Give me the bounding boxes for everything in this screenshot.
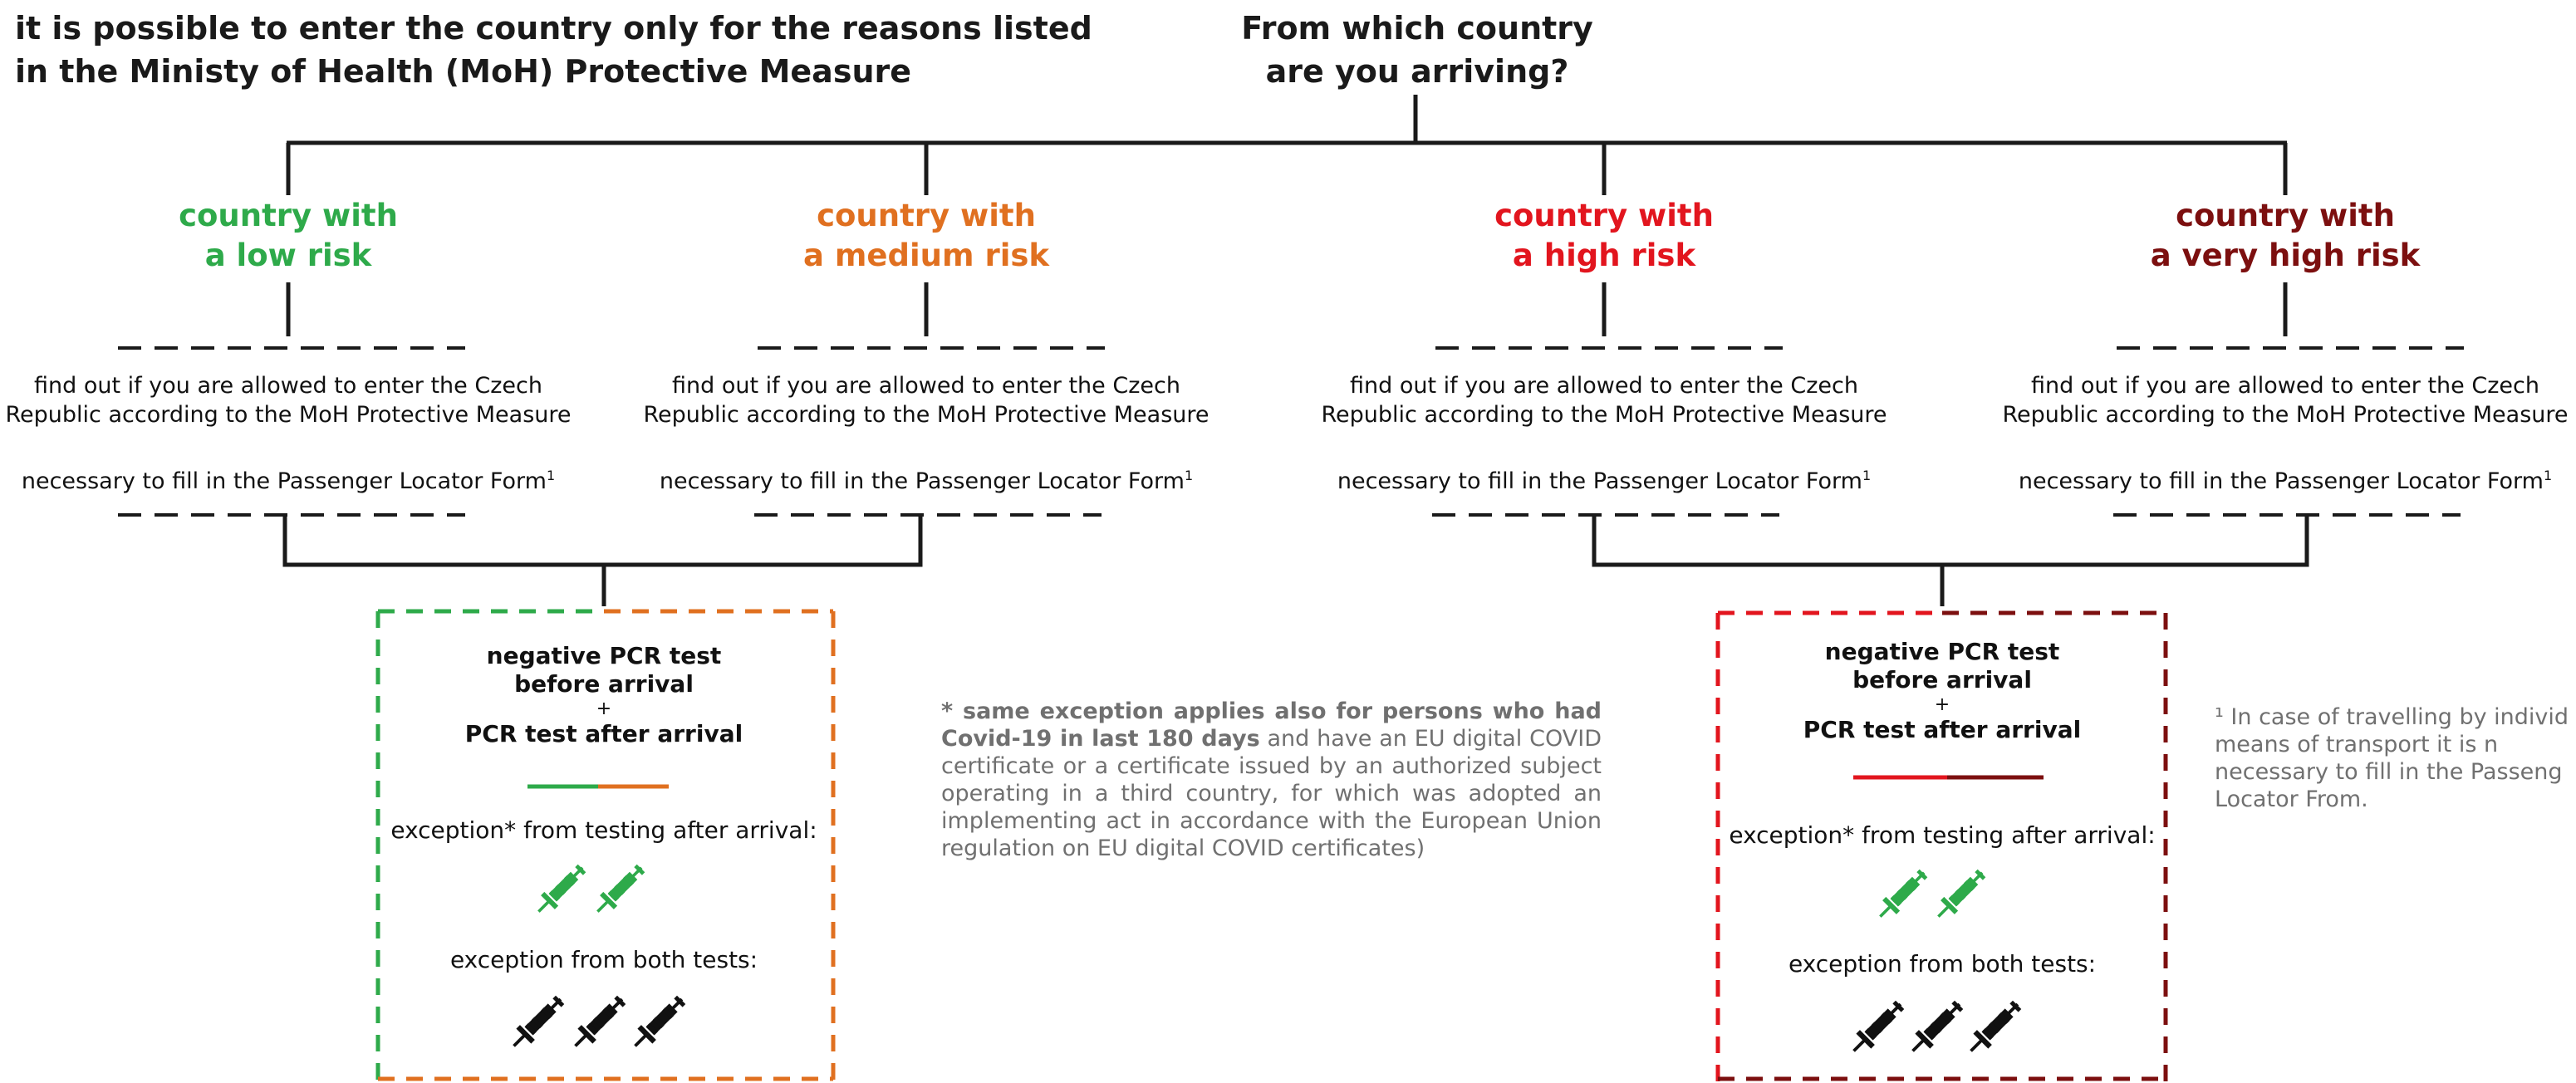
category-low-risk: country with a low risk: [89, 196, 488, 276]
syringe-icon: [633, 995, 686, 1048]
info-line1: find out if you are allowed to enter the…: [34, 373, 542, 399]
syringe-icon: [596, 864, 645, 914]
page-title: From which country are you arriving?: [1238, 7, 1597, 93]
syringe-icon: [1911, 1000, 1964, 1053]
exception-after-label: exception* from testing after arrival:: [1729, 821, 2156, 849]
plf-text: necessary to fill in the Passenger Locat…: [659, 468, 1185, 494]
category-medium-line2: a medium risk: [803, 238, 1049, 273]
plf-text: necessary to fill in the Passenger Locat…: [2018, 468, 2544, 494]
syringe-icon: [573, 995, 626, 1048]
syringe-icon: [537, 864, 586, 914]
footnote-line3: necessary to fill in the Passeng: [2215, 759, 2563, 785]
info-line2: Republic according to the MoH Protective…: [643, 402, 1209, 428]
info-block-medium: find out if you are allowed to enter the…: [635, 371, 1217, 496]
plf-requirement: necessary to fill in the Passenger Locat…: [1313, 461, 1895, 496]
plf-footnote-mark: 1: [546, 468, 556, 483]
note-rest: and have an EU digital COVID certificate…: [941, 726, 1602, 861]
pcr-before-line1: negative PCR test: [1824, 638, 2060, 665]
pcr-after: PCR test after arrival: [1803, 716, 2082, 743]
title-line1: From which country: [1241, 10, 1593, 47]
entry-restriction-note: it is possible to enter the country only…: [15, 7, 1092, 93]
info-block-high: find out if you are allowed to enter the…: [1313, 371, 1895, 496]
entry-note-line1: it is possible to enter the country only…: [15, 10, 1092, 47]
plf-text: necessary to fill in the Passenger Locat…: [21, 468, 547, 494]
info-line2: Republic according to the MoH Protective…: [1321, 402, 1887, 428]
exception-both-label: exception from both tests:: [1788, 950, 2097, 978]
footnote-line4: Locator From.: [2215, 787, 2368, 812]
note-bold: * same exception applies also for person…: [941, 698, 1602, 752]
info-line1: find out if you are allowed to enter the…: [1350, 373, 1858, 399]
plus-sign: +: [596, 698, 612, 719]
plf-footnote-mark: 1: [2543, 468, 2553, 483]
pcr-after: PCR test after arrival: [464, 720, 743, 747]
category-very-high-line1: country with: [2176, 198, 2395, 233]
syringe-icon: [1852, 1000, 1905, 1053]
footnote-line1: ¹ In case of travelling by individ: [2215, 704, 2569, 730]
category-very-high-risk: country with a very high risk: [2086, 196, 2485, 276]
info-line2: Republic according to the MoH Protective…: [2002, 402, 2569, 428]
plf-footnote-mark: 1: [1184, 468, 1194, 483]
info-line1: find out if you are allowed to enter the…: [2031, 373, 2539, 399]
category-very-high-line2: a very high risk: [2150, 238, 2421, 273]
pcr-before-line1: negative PCR test: [486, 642, 722, 669]
category-high-line2: a high risk: [1512, 238, 1696, 273]
info-line1: find out if you are allowed to enter the…: [672, 373, 1180, 399]
category-high-risk: country with a high risk: [1405, 196, 1803, 276]
category-low-line1: country with: [179, 198, 398, 233]
requirements-box-high-very-high: negative PCR test before arrival + PCR t…: [1710, 638, 2175, 744]
category-low-line2: a low risk: [204, 238, 372, 273]
requirements-box-low-medium: negative PCR test before arrival + PCR t…: [371, 642, 837, 748]
title-line2: are you arriving?: [1265, 53, 1569, 90]
info-block-low: find out if you are allowed to enter the…: [0, 371, 579, 496]
plf-requirement: necessary to fill in the Passenger Locat…: [0, 461, 579, 496]
category-medium-line1: country with: [817, 198, 1036, 233]
plus-sign: +: [1934, 694, 1950, 715]
entry-note-line2: in the Ministy of Health (MoH) Protectiv…: [15, 53, 912, 90]
pcr-before-line2: before arrival: [1852, 666, 2032, 693]
info-block-very-high: find out if you are allowed to enter the…: [1995, 371, 2576, 496]
category-medium-risk: country with a medium risk: [727, 196, 1126, 276]
pcr-before-line2: before arrival: [514, 670, 694, 698]
exception-both-label: exception from both tests:: [449, 946, 758, 973]
plf-footnote: ¹ In case of travelling by individ means…: [2215, 703, 2569, 813]
plf-requirement: necessary to fill in the Passenger Locat…: [1995, 461, 2576, 496]
syringe-icon: [1878, 869, 1928, 919]
syringe-icon: [1969, 1000, 2022, 1053]
category-high-line1: country with: [1494, 198, 1714, 233]
plf-text: necessary to fill in the Passenger Locat…: [1337, 468, 1862, 494]
plf-footnote-mark: 1: [1862, 468, 1872, 483]
covid-exception-note: * same exception applies also for person…: [941, 698, 1602, 862]
footnote-line2: means of transport it is n: [2215, 732, 2499, 757]
syringe-icon: [512, 995, 565, 1048]
info-line2: Republic according to the MoH Protective…: [5, 402, 572, 428]
exception-after-label: exception* from testing after arrival:: [390, 816, 817, 844]
syringe-icon: [1936, 869, 1986, 919]
plf-requirement: necessary to fill in the Passenger Locat…: [635, 461, 1217, 496]
